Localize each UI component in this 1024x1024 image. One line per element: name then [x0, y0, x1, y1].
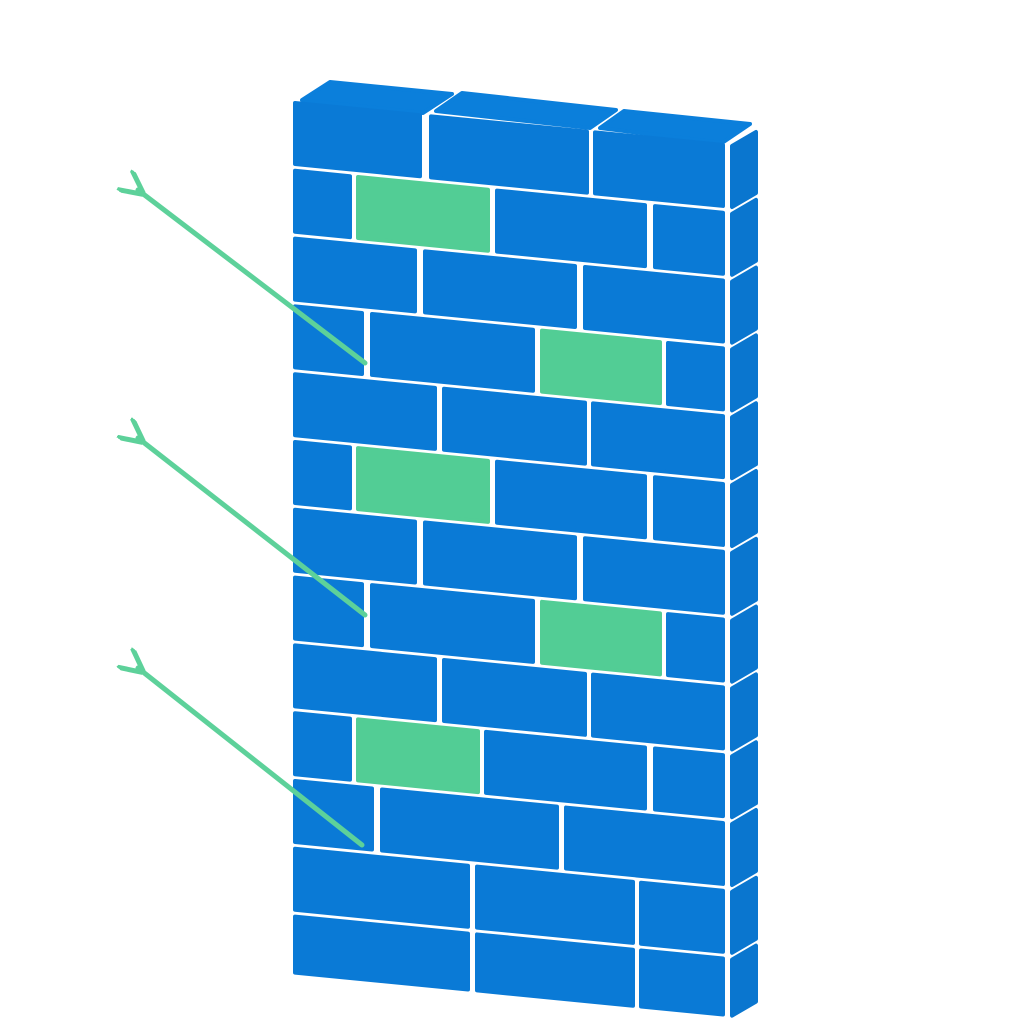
brick — [495, 459, 647, 540]
brick-side — [730, 265, 758, 345]
brick — [370, 583, 535, 664]
brick-side — [730, 401, 758, 481]
brick-side — [730, 875, 758, 955]
brick — [293, 575, 364, 648]
brick — [423, 520, 577, 601]
brick — [380, 787, 559, 870]
brick-side — [730, 536, 758, 616]
brick — [293, 440, 352, 511]
brick — [653, 204, 725, 276]
brick — [293, 101, 422, 179]
brick — [423, 249, 577, 330]
brick — [475, 864, 635, 945]
brick-side — [730, 808, 758, 887]
brick — [666, 340, 725, 412]
brick — [564, 805, 725, 886]
brick — [591, 401, 725, 480]
brick-side — [730, 469, 758, 548]
arrow — [138, 438, 368, 618]
brick — [442, 658, 587, 737]
highlighted-brick — [356, 446, 490, 524]
highlighted-brick — [540, 599, 662, 677]
brick — [484, 729, 647, 811]
brick — [429, 114, 589, 195]
brick-side — [730, 333, 758, 413]
brick — [639, 948, 725, 1017]
highlighted-brick — [540, 328, 662, 406]
brick-side — [730, 197, 758, 277]
brick-side — [730, 943, 758, 1018]
brick-top — [300, 80, 454, 115]
brick-side — [730, 604, 758, 684]
brick — [442, 386, 587, 466]
highlighted-brick — [356, 717, 480, 795]
brick — [293, 236, 417, 314]
brick — [293, 168, 352, 240]
brick — [591, 672, 725, 751]
wall-top — [300, 80, 752, 145]
brick-side — [730, 740, 758, 820]
brick — [370, 311, 535, 393]
brick — [593, 130, 725, 208]
brick-side — [730, 130, 758, 209]
brick — [583, 536, 725, 615]
brick — [639, 880, 725, 954]
brick — [293, 507, 417, 585]
arrow — [138, 190, 368, 366]
highlighted-brick — [356, 174, 490, 253]
brick — [293, 846, 470, 929]
brick — [653, 746, 725, 819]
brick — [293, 779, 374, 852]
arrow — [138, 668, 365, 848]
brick — [293, 711, 352, 782]
brick-top — [434, 91, 618, 130]
arrows — [138, 190, 368, 848]
brick-top — [598, 109, 752, 145]
wall-front — [293, 101, 725, 1017]
brick — [583, 265, 725, 344]
brick — [653, 475, 725, 547]
brick — [666, 612, 725, 683]
brick — [293, 643, 437, 723]
brick — [475, 932, 635, 1008]
wall-side — [730, 130, 758, 1018]
brick — [293, 914, 470, 992]
brick — [293, 372, 437, 451]
brick-side — [730, 672, 758, 752]
brick — [495, 188, 647, 269]
